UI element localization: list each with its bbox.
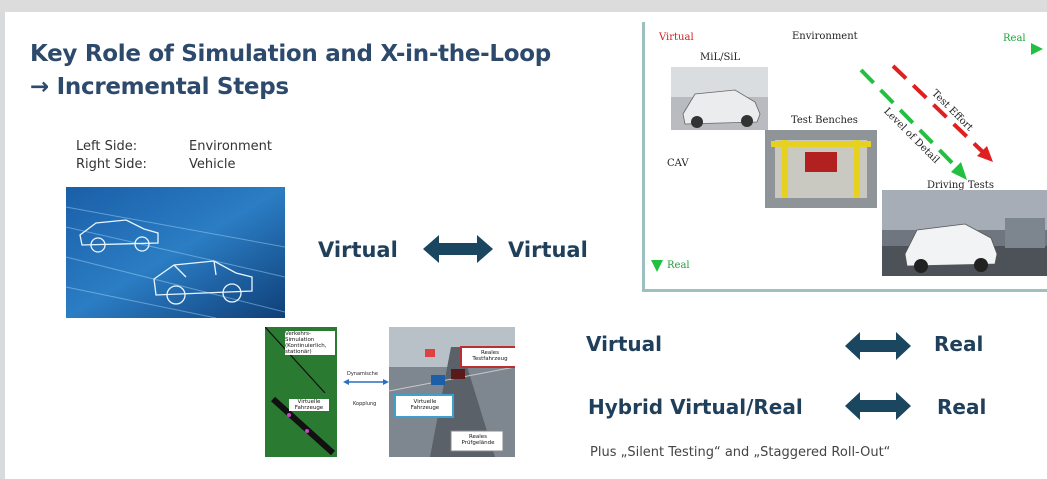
coupling-label: Kopplung — [353, 401, 377, 407]
pair-1-right: Virtual — [508, 238, 588, 262]
side-value: Vehicle — [189, 157, 236, 172]
footnote: Plus „Silent Testing“ and „Staggered Rol… — [590, 445, 891, 460]
side-row-left: Left Side: Environment — [76, 139, 296, 157]
virtual-vehicles-right-label: Virtuelle Fahrzeuge — [410, 399, 440, 411]
dynamic-label: Dynamische — [347, 371, 378, 377]
title-line-2: → Incremental Steps — [30, 74, 289, 100]
diagram-test-benches: Test Benches — [791, 115, 858, 126]
slide-title: Key Role of Simulation and X-in-the-Loop… — [30, 38, 551, 104]
virtual-cars-image — [66, 187, 285, 318]
diagram-driving-tests: Driving Tests — [927, 180, 994, 191]
traffic-sim-label: Verkehrs-Simulation (Kontinuierlich, sta… — [285, 331, 335, 355]
side-key: Right Side: — [76, 157, 147, 172]
pair-2-left: Virtual — [586, 332, 662, 356]
pair-3-right: Real — [937, 395, 987, 419]
real-test-site-label: Reales Prüfgelände — [461, 434, 495, 446]
pair-1-left: Virtual — [318, 238, 398, 262]
title-line-1: Key Role of Simulation and X-in-the-Loop — [30, 41, 551, 67]
diagram-real-left: Real — [667, 260, 690, 271]
side-legend: Left Side: Environment Right Side: Vehic… — [76, 139, 296, 175]
pair-2-right: Real — [934, 332, 984, 356]
top-band — [0, 0, 1047, 12]
diagram-real-top: Real — [1003, 33, 1026, 44]
traffic-sim-title: Verkehrs-Simulation — [285, 331, 315, 343]
diagram-virtual-top: Virtual — [659, 32, 694, 43]
diagram-cav: CAV — [667, 158, 689, 169]
real-test-vehicle-label: Reales Testfahrzeug — [472, 350, 508, 362]
x-in-the-loop-diagram: Virtual Environment Real MiL/SiL Test Be… — [642, 22, 1047, 292]
side-key: Left Side: — [76, 139, 138, 154]
side-row-right: Right Side: Vehicle — [76, 157, 296, 175]
co-simulation-image: Verkehrs-Simulation (Kontinuierlich, sta… — [265, 327, 515, 457]
side-value: Environment — [189, 139, 273, 154]
diagram-environment: Environment — [792, 31, 858, 42]
double-arrow-icon — [423, 235, 493, 263]
double-arrow-icon — [845, 392, 911, 420]
virtual-vehicles-left-label: Virtuelle Fahrzeuge — [289, 399, 329, 411]
pair-3-left: Hybrid Virtual/Real — [588, 395, 803, 419]
double-arrow-icon — [845, 332, 911, 360]
diagram-mil-sil: MiL/SiL — [700, 52, 741, 63]
traffic-sim-sub: (Kontinuierlich, stationär) — [285, 343, 327, 355]
